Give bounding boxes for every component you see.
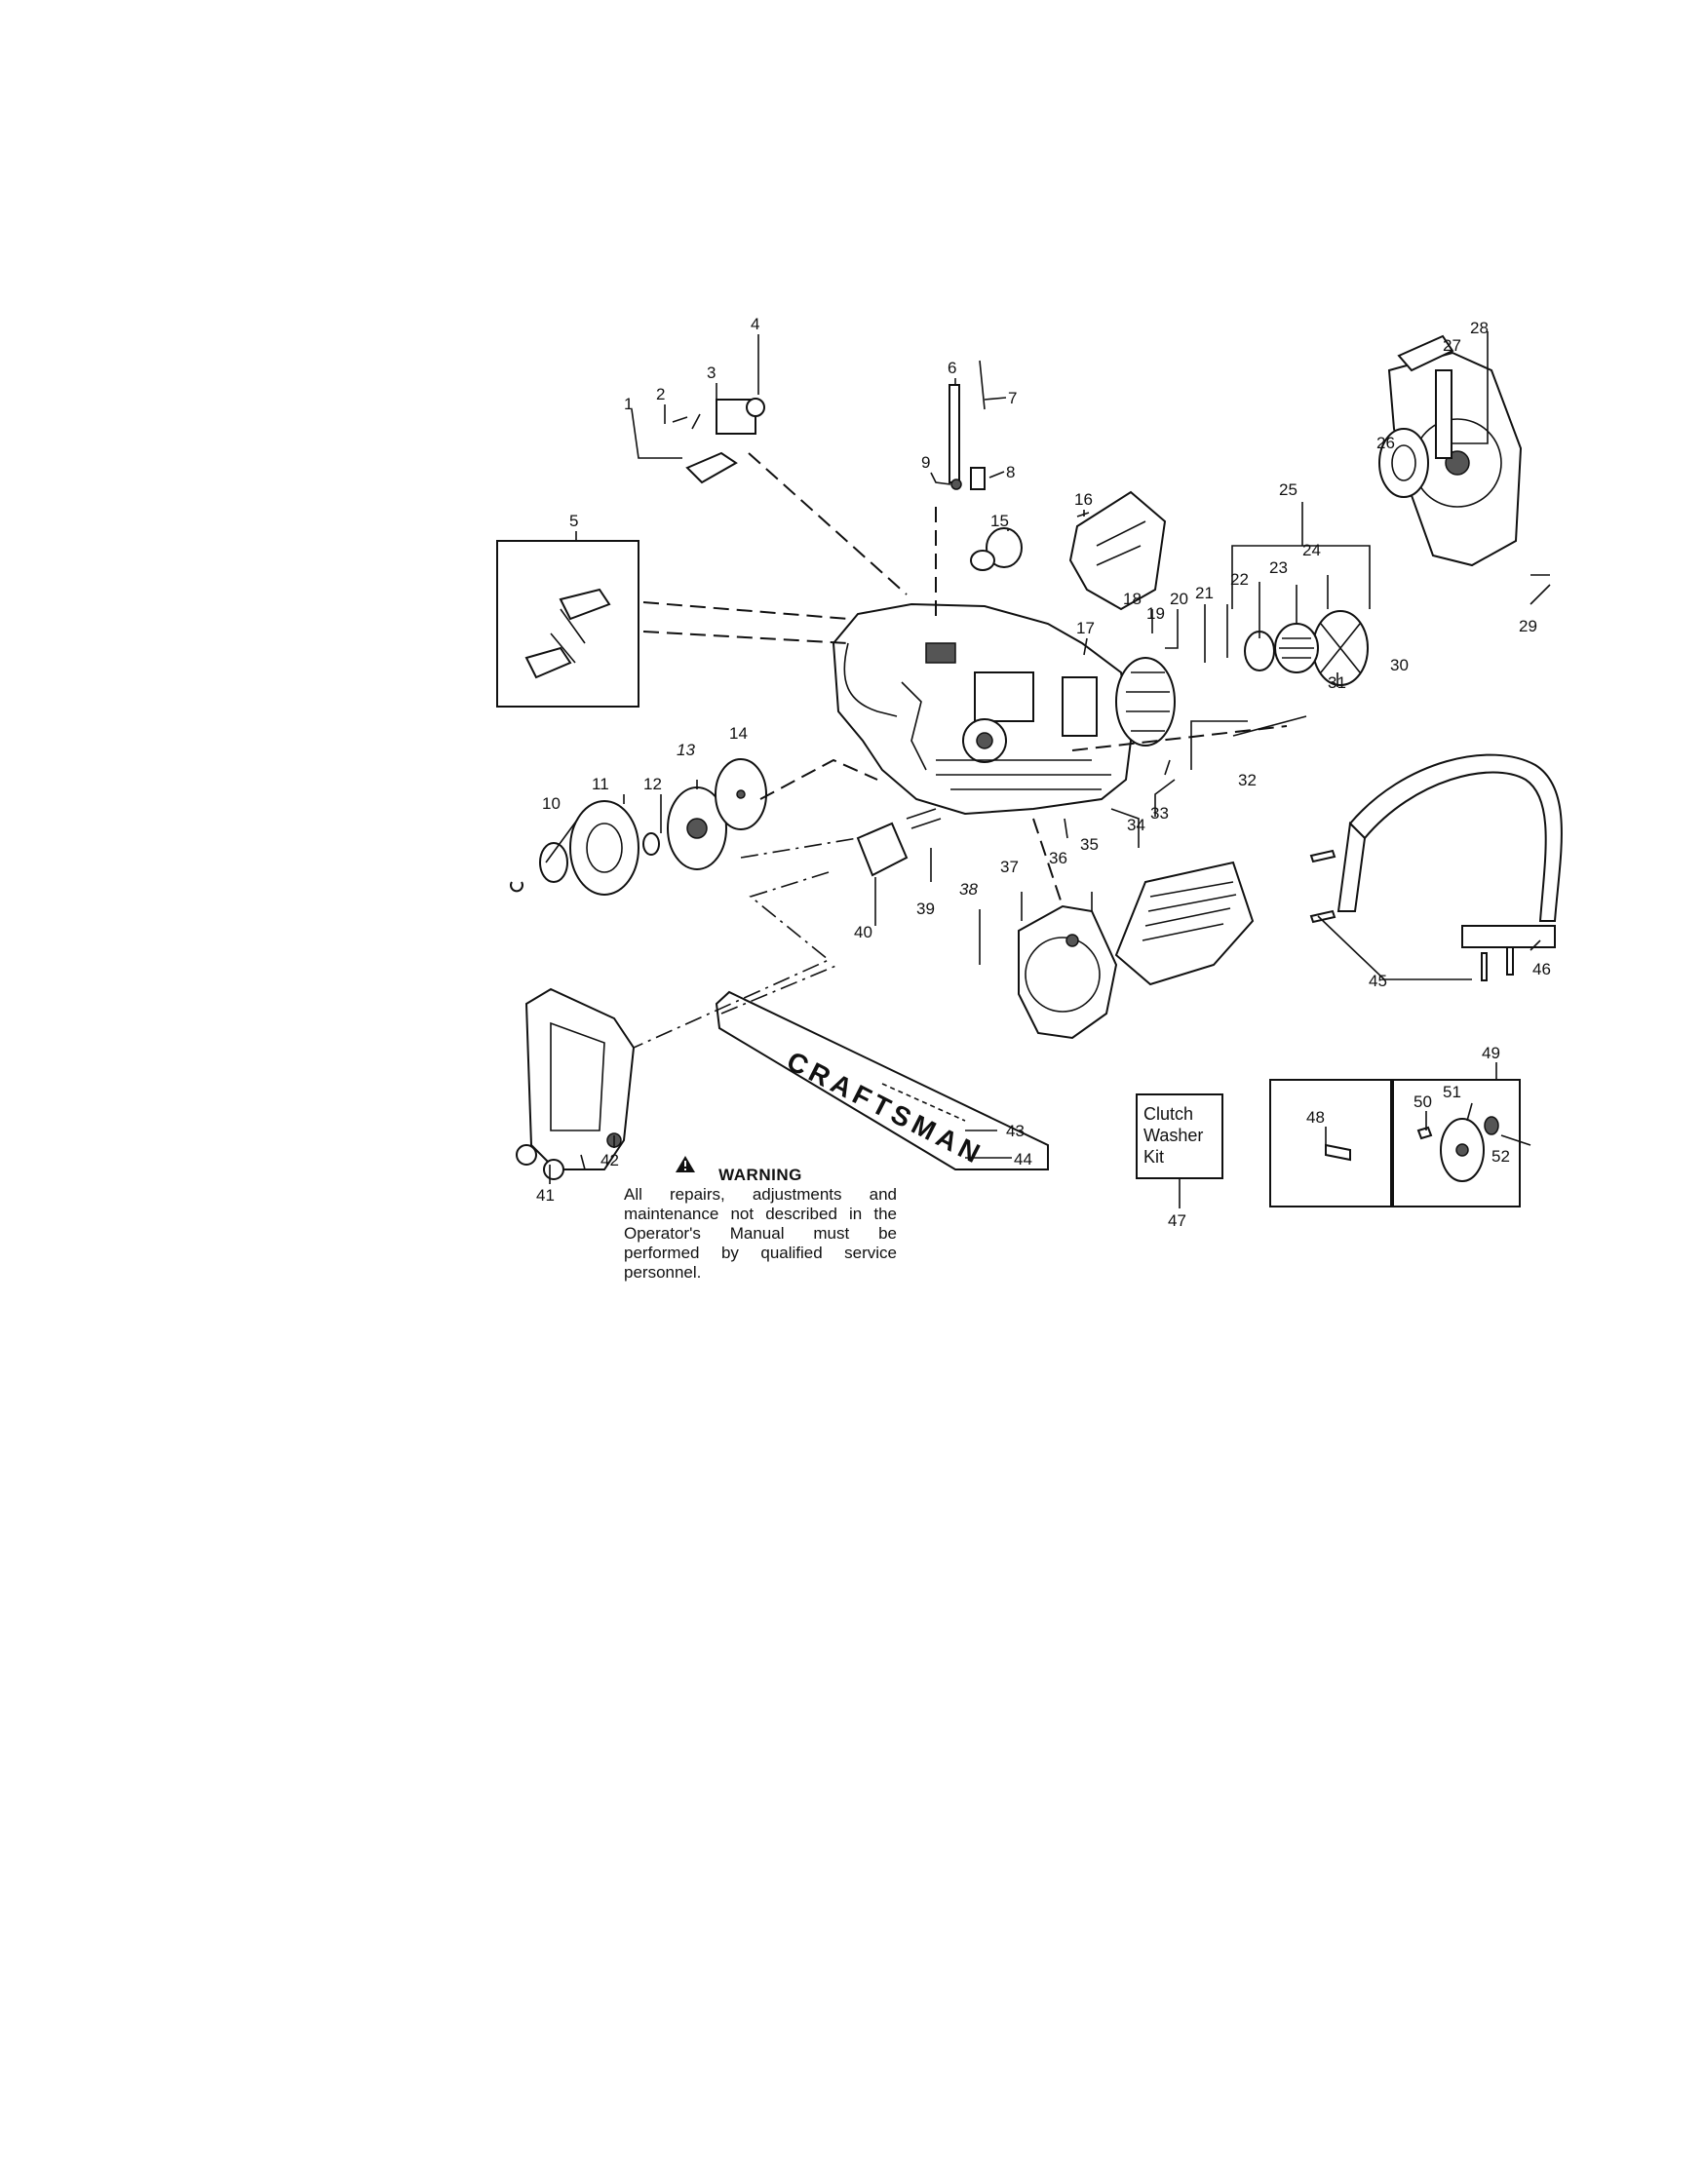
callout-35: 35 bbox=[1080, 835, 1099, 854]
callout-31: 31 bbox=[1328, 673, 1346, 692]
callout-11: 11 bbox=[592, 775, 609, 793]
callout-1: 1 bbox=[624, 395, 633, 413]
callout-18: 18 bbox=[1123, 590, 1142, 608]
callout-13: 13 bbox=[677, 741, 695, 759]
callout-42: 42 bbox=[600, 1151, 619, 1169]
clutch bbox=[642, 758, 767, 870]
kit-label-line: Clutch bbox=[1143, 1104, 1194, 1124]
assembly-line bbox=[1071, 725, 1288, 751]
callout-4: 4 bbox=[751, 315, 759, 333]
bar-nuts bbox=[516, 1144, 564, 1180]
callout-28: 28 bbox=[1470, 319, 1489, 337]
callout-22: 22 bbox=[1230, 570, 1249, 589]
warning-body: All repairs, adjustments and maintenance… bbox=[624, 1185, 897, 1282]
assembly-line bbox=[740, 837, 859, 859]
leader-lines bbox=[545, 331, 1551, 1208]
kit-label-line: Washer bbox=[1143, 1126, 1204, 1145]
sprocket-cover bbox=[524, 987, 636, 1170]
front-handle bbox=[1309, 753, 1563, 981]
starter-handle bbox=[1397, 334, 1454, 459]
assembly-line bbox=[1032, 818, 1064, 907]
kit-48-part bbox=[1325, 1143, 1351, 1162]
callout-45: 45 bbox=[1369, 972, 1387, 990]
chain-brake-assembly bbox=[1018, 904, 1118, 1040]
cylinder-shield bbox=[1068, 490, 1167, 611]
assembly-line bbox=[748, 452, 908, 595]
carburetor-parts bbox=[970, 512, 1090, 571]
fuel-line-parts bbox=[949, 360, 986, 490]
callout-29: 29 bbox=[1519, 617, 1537, 635]
callout-9: 9 bbox=[921, 453, 930, 472]
throttle-trigger-parts bbox=[672, 398, 765, 484]
warning-title: WARNING bbox=[718, 1166, 802, 1184]
callout-17: 17 bbox=[1076, 619, 1095, 637]
callout-47: 47 bbox=[1168, 1211, 1186, 1230]
callout-3: 3 bbox=[707, 364, 716, 382]
callout-44: 44 bbox=[1014, 1150, 1032, 1169]
callout-32: 32 bbox=[1238, 771, 1257, 789]
flywheel bbox=[1115, 657, 1176, 747]
callout-6: 6 bbox=[948, 359, 956, 377]
callout-37: 37 bbox=[1000, 858, 1019, 876]
callout-7: 7 bbox=[1008, 389, 1017, 407]
assembly-line bbox=[642, 601, 849, 620]
callout-41: 41 bbox=[536, 1186, 555, 1205]
kit-box-5 bbox=[496, 540, 639, 708]
callout-36: 36 bbox=[1049, 849, 1067, 867]
callout-26: 26 bbox=[1376, 434, 1395, 452]
assembly-line bbox=[759, 758, 878, 800]
callout-48: 48 bbox=[1306, 1108, 1325, 1127]
callout-38: 38 bbox=[959, 880, 978, 899]
guide-bar: CRAFTSMAN bbox=[715, 990, 1049, 1170]
kit-5-parts bbox=[524, 588, 611, 679]
callout-16: 16 bbox=[1074, 490, 1093, 509]
callout-46: 46 bbox=[1532, 960, 1551, 978]
callout-19: 19 bbox=[1146, 604, 1165, 623]
callout-12: 12 bbox=[643, 775, 662, 793]
callout-10: 10 bbox=[542, 794, 561, 813]
callout-21: 21 bbox=[1195, 584, 1214, 602]
callout-23: 23 bbox=[1269, 558, 1288, 577]
callout-50: 50 bbox=[1414, 1092, 1432, 1111]
callout-34: 34 bbox=[1127, 816, 1145, 834]
callout-33: 33 bbox=[1150, 804, 1169, 823]
starter-pulley bbox=[1378, 428, 1429, 498]
callout-25: 25 bbox=[1279, 480, 1297, 499]
callout-52: 52 bbox=[1491, 1147, 1510, 1166]
assembly-line bbox=[633, 871, 831, 1049]
callout-27: 27 bbox=[1443, 336, 1461, 355]
callout-14: 14 bbox=[729, 724, 748, 743]
callout-2: 2 bbox=[656, 385, 665, 403]
callout-49: 49 bbox=[1482, 1044, 1500, 1062]
front-hand-guard bbox=[1114, 861, 1255, 986]
assembly-line bbox=[1232, 715, 1307, 737]
callout-39: 39 bbox=[916, 900, 935, 918]
warning-icon bbox=[676, 1156, 695, 1172]
callout-20: 20 bbox=[1170, 590, 1188, 608]
engine-housing bbox=[832, 602, 1133, 816]
assembly-line bbox=[720, 964, 839, 1015]
callout-labels: 1 2 3 4 5 6 7 8 9 10 11 12 13 14 15 16 1… bbox=[536, 315, 1551, 1230]
clutch-washer-kit-box: Clutch Washer Kit bbox=[1136, 1093, 1223, 1179]
assembly-line bbox=[642, 631, 849, 644]
callout-24: 24 bbox=[1302, 541, 1321, 559]
oil-pump bbox=[856, 808, 942, 877]
warning-notice: WARNING All repairs, adjustments and mai… bbox=[624, 1166, 897, 1283]
starter-spring bbox=[1274, 623, 1319, 673]
callout-8: 8 bbox=[1006, 463, 1015, 481]
callout-40: 40 bbox=[854, 923, 872, 941]
assembly-line bbox=[1164, 759, 1171, 776]
kit-49-parts bbox=[1416, 1116, 1499, 1182]
clutch-drum bbox=[510, 800, 639, 896]
callout-15: 15 bbox=[990, 512, 1009, 530]
callout-5: 5 bbox=[569, 512, 578, 530]
callout-30: 30 bbox=[1390, 656, 1409, 674]
callout-43: 43 bbox=[1006, 1122, 1025, 1140]
callout-51: 51 bbox=[1443, 1083, 1461, 1101]
kit-label-line: Kit bbox=[1143, 1147, 1165, 1167]
kit-box-49 bbox=[1392, 1079, 1521, 1207]
kit-box-48 bbox=[1269, 1079, 1392, 1207]
